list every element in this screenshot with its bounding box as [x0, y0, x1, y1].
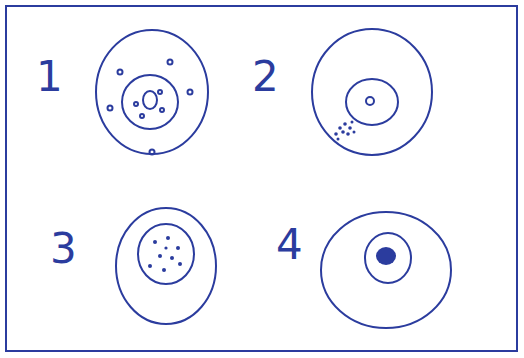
granule [140, 114, 144, 118]
nucleolus [376, 247, 396, 265]
granule [188, 90, 193, 95]
cell-membrane [96, 30, 208, 154]
nucleus [138, 224, 194, 284]
callout-number: 3 [50, 228, 77, 270]
callout-number: 2 [252, 56, 279, 98]
granule [150, 150, 155, 155]
nucleus [346, 79, 398, 125]
granule [160, 108, 164, 112]
callout-number: 4 [276, 224, 303, 266]
nucleus [365, 233, 411, 283]
granule [134, 102, 138, 106]
nucleolus [143, 91, 157, 109]
granule [158, 90, 162, 94]
cell-membrane [312, 29, 432, 155]
nucleolus [366, 97, 374, 105]
cell-membrane [321, 212, 451, 328]
granule [108, 106, 113, 111]
granule [168, 60, 173, 65]
cell-membrane [116, 208, 216, 324]
callout-number: 1 [36, 56, 63, 98]
frame [6, 6, 517, 351]
granule [118, 70, 123, 75]
nucleus [122, 75, 178, 129]
